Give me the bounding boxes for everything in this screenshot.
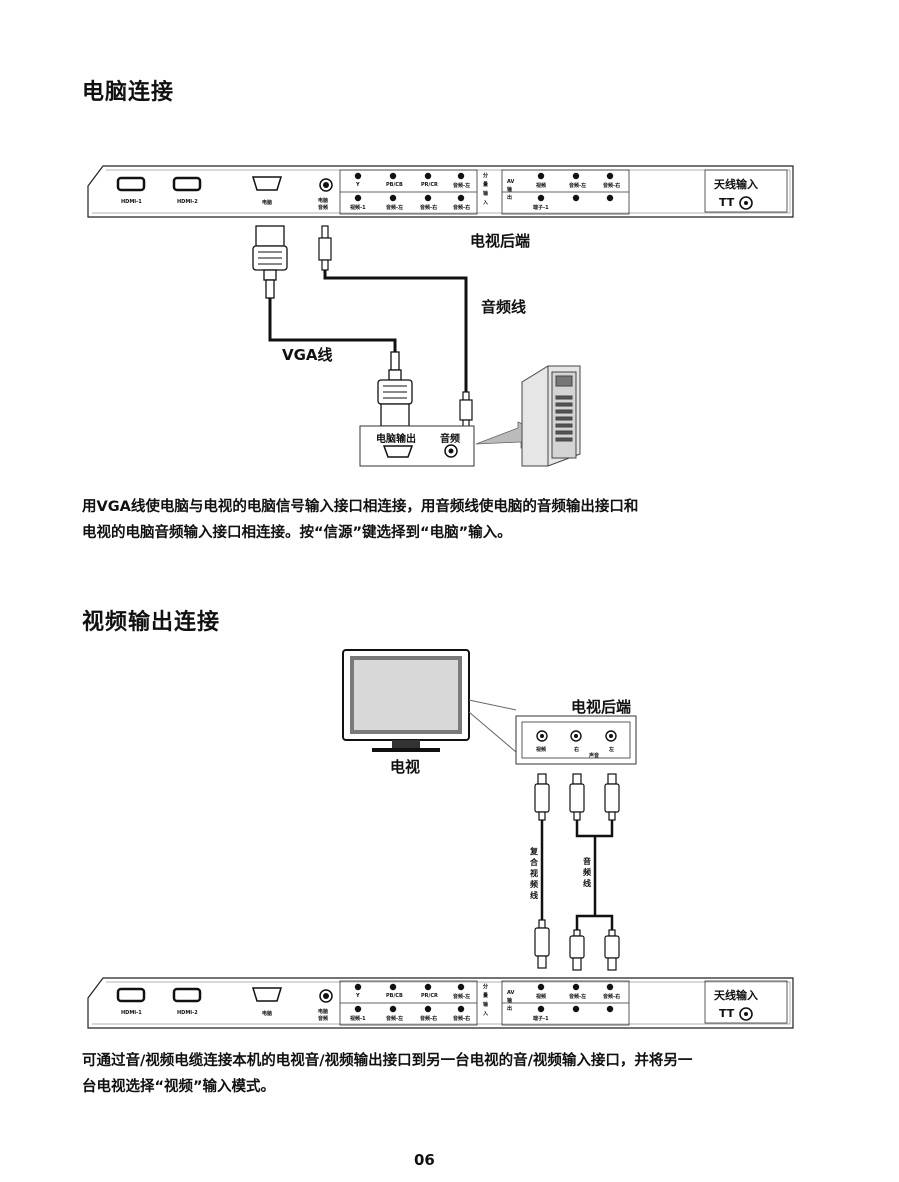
section1-description-line2: 电视的电脑音频输入接口相连接。按“信源”键选择到“电脑”输入。 bbox=[82, 525, 512, 541]
y-label-2: Y bbox=[356, 993, 360, 999]
composite-cable-label: 复合视频线 bbox=[530, 847, 538, 900]
pc-label-2: 电脑 bbox=[262, 1011, 273, 1017]
section1-title: 电脑连接 bbox=[82, 80, 175, 105]
tv-label: 电视 bbox=[390, 758, 421, 776]
video-label-2: 视频 bbox=[536, 994, 547, 1000]
pc-tower-image bbox=[521, 365, 581, 467]
pc-output-label: 电脑输出 bbox=[376, 434, 416, 445]
rca-plugs-top bbox=[534, 773, 620, 821]
section2-title: 视频输出连接 bbox=[82, 610, 221, 635]
tv-rear-label-2: 电视后端 bbox=[571, 698, 632, 716]
pc-audio-out-label: 音频 bbox=[440, 434, 460, 445]
antenna-symbol: TT bbox=[719, 196, 735, 209]
pc-audio-label: 电脑音频 bbox=[318, 198, 329, 211]
audio-r-label-2: 音频-右 bbox=[420, 1016, 438, 1022]
av-output-label-2: AV输出 bbox=[507, 990, 515, 1012]
audio-plug-top bbox=[318, 225, 332, 271]
section2-description-line2: 台电视选择“视频”输入模式。 bbox=[82, 1079, 276, 1095]
component-input-label: 分量输入 bbox=[483, 173, 489, 206]
rear-right-label: 右 bbox=[574, 747, 580, 753]
pc-connection-diagram bbox=[252, 225, 581, 467]
pb-label-2: PB/CB bbox=[386, 993, 403, 999]
audio-r3-label: 音频-右 bbox=[603, 183, 621, 189]
vga-cable-label: VGA线 bbox=[282, 346, 333, 364]
audio-r2-label-2: 音频-右 bbox=[453, 1016, 471, 1022]
audio-l2-label-2: 音频-左 bbox=[569, 994, 587, 1000]
audio-l-label-2: 音频-左 bbox=[386, 1016, 404, 1022]
audio-l2-label: 音频-左 bbox=[569, 183, 587, 189]
audio-cable-label-2: 音频线 bbox=[583, 857, 591, 888]
antenna-input-label-2: 天线输入 bbox=[714, 989, 758, 1002]
page-number: 06 bbox=[414, 1151, 435, 1169]
audio-l-top-label: 音频-左 bbox=[453, 183, 471, 189]
tv-rear-panel-top: HDMI-1 HDMI-2 电脑 电脑音频 Y PB/CB PR/CR 音频-左… bbox=[0, 0, 899, 220]
hdmi1-label-2: HDMI-1 bbox=[121, 1010, 142, 1016]
rear-video-label: 视频 bbox=[536, 747, 547, 753]
antenna-symbol-2: TT bbox=[719, 1007, 735, 1020]
tv-rear-label-1: 电视后端 bbox=[470, 232, 531, 250]
video1-label: 视频-1 bbox=[350, 205, 366, 211]
antenna-input-label: 天线输入 bbox=[714, 178, 758, 191]
pb-label: PB/CB bbox=[386, 182, 403, 188]
audio-r3-label-2: 音频-右 bbox=[603, 994, 621, 1000]
component-input-label-2: 分量输入 bbox=[483, 984, 489, 1017]
rca-plugs-bottom bbox=[534, 919, 620, 971]
pr-label-2: PR/CR bbox=[421, 993, 438, 999]
audio-plug-bottom bbox=[459, 391, 473, 431]
video1-label-2: 视频-1 bbox=[350, 1016, 366, 1022]
pc-audio-label-2: 电脑音频 bbox=[318, 1009, 329, 1022]
tv-monitor-image bbox=[342, 649, 470, 752]
rear-left-label: 左 bbox=[609, 747, 615, 753]
hdmi2-label-2: HDMI-2 bbox=[177, 1010, 198, 1016]
audio-r-label: 音频-右 bbox=[420, 205, 438, 211]
video-output-diagram bbox=[87, 649, 794, 1029]
audio-r2-label: 音频-右 bbox=[453, 205, 471, 211]
section1-description-line1: 用VGA线使电脑与电视的电脑信号输入接口相连接，用音频线使电脑的音频输出接口和 bbox=[82, 499, 639, 515]
terminal1-label: 端子-1 bbox=[533, 205, 549, 211]
hdmi2-label: HDMI-2 bbox=[177, 199, 198, 205]
panel-outline bbox=[87, 165, 794, 218]
pc-label: 电脑 bbox=[262, 200, 273, 206]
section2-description-line1: 可通过音/视频电缆连接本机的电视音/视频输出接口到另一台电视的音/视频输入接口，… bbox=[82, 1053, 693, 1069]
av-output-label: AV输出 bbox=[507, 179, 515, 201]
video-label: 视频 bbox=[536, 183, 547, 189]
pr-label: PR/CR bbox=[421, 182, 438, 188]
rear-sound-label: 声音 bbox=[589, 753, 600, 759]
y-label: Y bbox=[356, 182, 360, 188]
audio-l-top-label-2: 音频-左 bbox=[453, 994, 471, 1000]
audio-l-label: 音频-左 bbox=[386, 205, 404, 211]
hdmi1-label: HDMI-1 bbox=[121, 199, 142, 205]
audio-cable-label: 音频线 bbox=[481, 298, 527, 316]
terminal1-label-2: 端子-1 bbox=[533, 1016, 549, 1022]
